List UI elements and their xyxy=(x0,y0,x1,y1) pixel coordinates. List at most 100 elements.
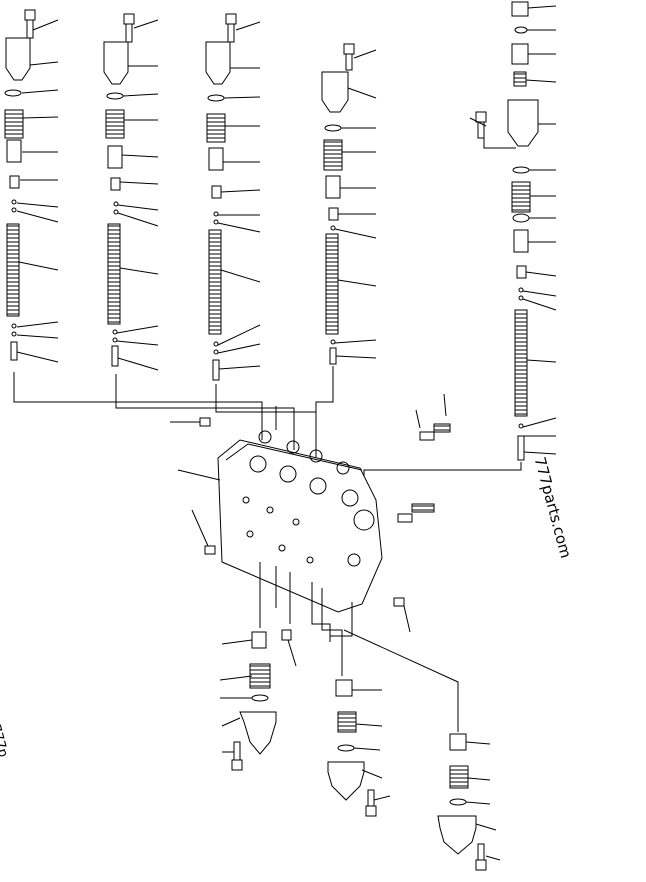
pin-icon xyxy=(517,435,525,461)
pin-icon xyxy=(111,345,119,367)
bolt-icon xyxy=(123,13,135,25)
ball-icon xyxy=(518,295,524,301)
bolt-icon xyxy=(125,23,133,43)
valve-body-top xyxy=(225,443,363,471)
bolt-icon xyxy=(475,111,487,123)
plug-icon xyxy=(449,733,467,751)
retainer-icon xyxy=(9,175,20,189)
leader-lines xyxy=(219,639,297,753)
leader-lines xyxy=(16,19,59,363)
port-icon xyxy=(306,556,314,564)
retainer-icon xyxy=(211,185,222,199)
ball-icon xyxy=(11,207,17,213)
plug-icon xyxy=(511,43,529,65)
port-icon xyxy=(292,518,300,526)
port-icon xyxy=(336,461,350,475)
bolt-icon xyxy=(477,121,485,139)
leader-lines xyxy=(334,49,377,359)
valve-body-outline xyxy=(217,439,383,613)
port-icon xyxy=(258,430,272,444)
oring-icon xyxy=(106,92,124,100)
ball-icon xyxy=(213,349,219,355)
cap-icon xyxy=(103,41,129,85)
valve-body xyxy=(170,393,451,633)
cap-icon xyxy=(437,815,477,855)
plug-icon xyxy=(335,679,353,697)
bottom-assembly-center xyxy=(327,679,391,817)
spring-icon xyxy=(105,109,125,139)
oring-icon xyxy=(337,744,355,752)
retainer-icon xyxy=(110,177,121,191)
bolt-icon xyxy=(477,843,485,861)
oring-icon xyxy=(512,166,530,174)
port-icon xyxy=(279,465,297,483)
spool-icon xyxy=(107,223,121,325)
port-icon xyxy=(266,506,274,514)
ball-icon xyxy=(213,341,219,347)
spring-icon xyxy=(513,71,527,87)
oring-icon xyxy=(514,26,528,34)
cap-icon xyxy=(205,41,231,85)
cap-icon xyxy=(327,761,365,801)
plug-icon xyxy=(6,139,22,163)
spool-column-3 xyxy=(205,13,261,381)
plug-icon xyxy=(251,631,267,649)
oring-icon xyxy=(324,124,342,132)
ball-icon xyxy=(113,201,119,207)
bolt-icon xyxy=(233,741,241,761)
retainer-icon xyxy=(328,207,339,221)
port-icon xyxy=(286,440,300,454)
ball-icon xyxy=(11,331,17,337)
port-icon xyxy=(278,544,286,552)
plug-icon xyxy=(513,229,529,253)
bolt-icon xyxy=(365,805,377,817)
spool-icon xyxy=(208,229,222,335)
spring-icon xyxy=(433,423,451,433)
spool-column-2 xyxy=(103,13,159,371)
leader-lines xyxy=(217,21,261,370)
plug-icon xyxy=(397,513,413,523)
plug-icon xyxy=(325,175,341,199)
oring-icon xyxy=(449,798,467,806)
bolt-icon xyxy=(225,13,237,25)
ball-icon xyxy=(11,323,17,329)
oring-icon xyxy=(207,94,225,102)
spool-icon xyxy=(325,233,339,335)
ball-icon xyxy=(330,225,336,231)
spool-column-5 xyxy=(469,1,557,461)
plug-icon xyxy=(511,1,529,17)
ball-icon xyxy=(112,329,118,335)
port-icon xyxy=(242,496,250,504)
ball-icon xyxy=(518,287,524,293)
bolt-icon xyxy=(367,789,375,807)
bottom-assembly-right xyxy=(437,733,501,871)
spool-column-1 xyxy=(4,9,59,363)
spring-icon xyxy=(449,765,469,789)
ball-icon xyxy=(213,219,219,225)
spring-icon xyxy=(411,503,435,513)
spring-icon xyxy=(323,139,343,171)
leader-lines xyxy=(352,689,391,801)
port-icon xyxy=(341,489,359,507)
spring-icon xyxy=(4,109,24,139)
leader-lines xyxy=(170,393,447,633)
oring-icon xyxy=(4,89,22,97)
cap-icon xyxy=(507,99,539,147)
spool-column-4 xyxy=(321,43,377,365)
plug-icon xyxy=(419,431,435,441)
leader-lines xyxy=(465,741,501,861)
bottom-assembly-left xyxy=(219,629,297,771)
bolt-icon xyxy=(26,19,34,39)
spring-icon xyxy=(511,181,531,213)
pin-icon xyxy=(10,341,18,361)
oring-icon xyxy=(251,694,269,702)
ball-icon xyxy=(112,337,118,343)
ball-icon xyxy=(330,339,336,345)
leader-lines xyxy=(116,19,159,371)
plug-icon xyxy=(204,545,216,555)
bolt-icon xyxy=(24,9,36,21)
port-icon xyxy=(353,509,375,531)
bolt-icon xyxy=(343,43,355,55)
port-icon xyxy=(249,455,267,473)
